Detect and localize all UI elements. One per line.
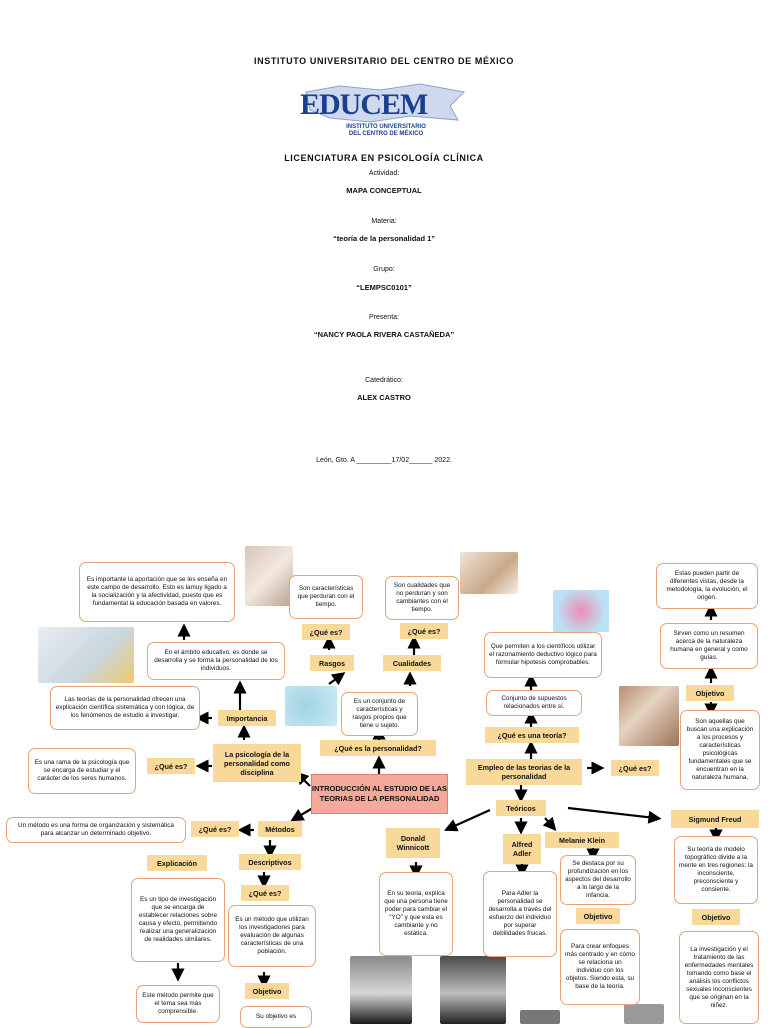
cualidades-que-es-tag: ¿Qué es? bbox=[400, 623, 448, 639]
photo-adler bbox=[440, 956, 506, 1024]
photo-moving-boxes bbox=[460, 552, 518, 594]
photo-klein bbox=[520, 1010, 560, 1024]
group-label: Grupo: bbox=[373, 266, 395, 273]
klein-obj-def: Para crear enfoques más centrado y en có… bbox=[560, 929, 640, 1005]
photo-brain bbox=[553, 590, 609, 632]
metodos-tag: Métodos bbox=[258, 821, 302, 837]
institution-title: INSTITUTO UNIVERSITARIO DEL CENTRO DE MÉ… bbox=[254, 56, 514, 66]
photo-winnicott bbox=[350, 956, 412, 1024]
winnicott-tag: Donald Winnicott bbox=[386, 828, 440, 858]
teoria-def: Conjunto de supuestos relacionados entre… bbox=[486, 690, 582, 716]
explicacion-def: Es un tipo de investigación que se encar… bbox=[131, 878, 225, 962]
presenter-label: Presenta: bbox=[369, 314, 399, 321]
freud-objetivo-tag: Objetivo bbox=[692, 909, 740, 925]
empleo-obj-def-2: Estas pueden partir de diferentes vistas… bbox=[656, 563, 758, 609]
group-value: “LEMPSC0101” bbox=[356, 283, 412, 292]
klein-tag: Melanie Klein bbox=[545, 832, 619, 848]
que-es-personalidad-tag: ¿Qué es la personalidad? bbox=[320, 740, 436, 756]
importancia-tag: Importancia bbox=[218, 710, 276, 726]
descriptivos-que-es-tag: ¿Qué es? bbox=[241, 885, 289, 901]
photo-expressions bbox=[619, 686, 679, 746]
disciplina-def: Es una rama de la psicología que se enca… bbox=[28, 748, 136, 794]
photo-child-classroom bbox=[245, 546, 293, 606]
logo-text: EDUCEM bbox=[300, 88, 428, 121]
adler-tag: Alfred Adler bbox=[503, 834, 541, 864]
rasgos-def: Son características que perduran con el … bbox=[289, 575, 363, 619]
subject-label: Materia: bbox=[371, 218, 397, 225]
freud-tag: Sigmund Freud bbox=[671, 810, 759, 828]
rasgos-tag: Rasgos bbox=[310, 655, 354, 671]
place-date: León, Gto. A _________17/02______ 2022. bbox=[316, 457, 452, 464]
metodos-que-es-tag: ¿Qué es? bbox=[191, 821, 239, 837]
photo-teacher-child bbox=[38, 627, 134, 683]
winnicott-def: En su teoria, explica que una persona ti… bbox=[379, 872, 453, 956]
disciplina-que-es-tag: ¿Qué es? bbox=[147, 758, 195, 774]
teoria-def-2: Que permiten a los científicos utilizar … bbox=[484, 632, 602, 678]
subject-value: “teoría de la personalidad 1” bbox=[332, 234, 436, 243]
activity-value: MAPA CONCEPTUAL bbox=[346, 186, 422, 195]
cualidades-tag: Cualidades bbox=[383, 655, 441, 671]
teoria-que-es-tag: ¿Qué es una teoría? bbox=[485, 727, 579, 743]
empleo-def: Son aquellas que buscan una explicación … bbox=[680, 710, 760, 790]
photo-freud bbox=[624, 1004, 664, 1024]
logo-subtitle: INSTITUTO UNIVERSITARIO DEL CENTRO DE MÉ… bbox=[346, 124, 426, 137]
descriptivos-objetivo-tag: Objetivo bbox=[245, 983, 289, 999]
importancia-def-3: Es importante la aportación que se les e… bbox=[79, 562, 235, 622]
teacher-value: ALEX CASTRO bbox=[357, 393, 411, 402]
explicacion-tag: Explicación bbox=[147, 855, 207, 871]
photo-faces bbox=[285, 686, 337, 726]
personalidad-def: Es un conjunto de características y rasg… bbox=[341, 692, 418, 736]
descriptivos-tag: Descriptivos bbox=[239, 854, 301, 870]
rasgos-que-es-tag: ¿Qué es? bbox=[302, 624, 350, 640]
importancia-def-2: En el ámbito educativo, es donde se desa… bbox=[147, 642, 285, 680]
empleo-que-es-tag: ¿Qué es? bbox=[611, 760, 659, 776]
empleo-objetivo-tag: Objetivo bbox=[686, 685, 734, 701]
activity-label: Actividad: bbox=[368, 170, 400, 177]
descriptivos-obj-def: Su objetivo es bbox=[240, 1006, 312, 1028]
teacher-label: Catedrático: bbox=[365, 377, 403, 384]
klein-def: Se destaca por su profundización en los … bbox=[560, 855, 636, 905]
importancia-def-1: Las teorías de la personalidad ofrecen u… bbox=[50, 686, 200, 730]
freud-def: Su teoría de modelo topográfico divide a… bbox=[674, 836, 758, 904]
metodos-def: Un método es una forma de organización y… bbox=[6, 817, 186, 843]
cualidades-def: Son cualidades que no perduran y son cam… bbox=[385, 576, 459, 620]
educem-logo: EDUCEM INSTITUTO UNIVERSITARIO DEL CENTR… bbox=[300, 82, 470, 144]
teoricos-tag: Teóricos bbox=[496, 800, 546, 816]
descriptivos-def: Es un método que utilizan los investigad… bbox=[228, 905, 316, 967]
explicacion-obj-def: Este método permite que el tema sea más … bbox=[136, 985, 220, 1023]
adler-def: Para Adler la personalidad se desarrolla… bbox=[483, 871, 557, 957]
presenter-value: “NANCY PAOLA RIVERA CASTAÑEDA” bbox=[313, 330, 455, 339]
empleo-obj-def: Sirven como un resumen acerca de la natu… bbox=[660, 623, 758, 669]
degree-title: LICENCIATURA EN PSICOLOGÍA CLÍNICA bbox=[284, 153, 484, 163]
main-topic: INTRODUCCIÓN AL ESTUDIO DE LAS TEORIAS D… bbox=[311, 774, 448, 814]
klein-objetivo-tag: Objetivo bbox=[576, 908, 620, 924]
freud-obj-def: La investigación y el tratamiento de las… bbox=[679, 931, 759, 1024]
empleo-tag: Empleo de las teorias de la personalidad bbox=[466, 759, 582, 785]
disciplina-tag: La psicología de la personalidad como di… bbox=[213, 744, 301, 782]
